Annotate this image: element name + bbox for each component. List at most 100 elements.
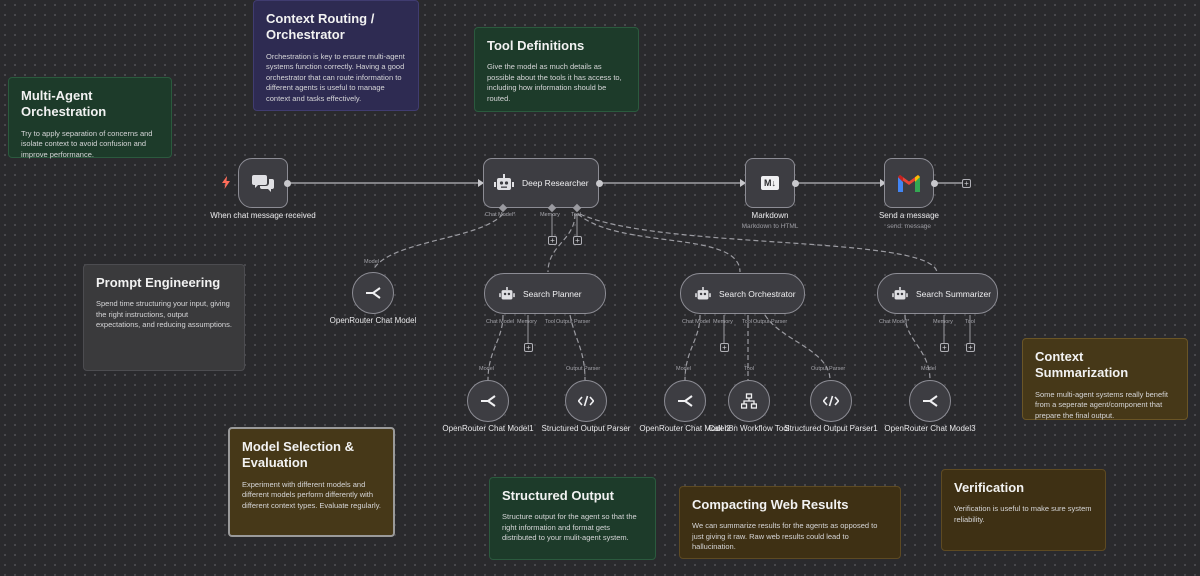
node-search-summarizer[interactable]: Search Summarizer (877, 273, 998, 314)
code-icon (823, 395, 839, 407)
port-label-model: Model (364, 259, 379, 265)
add-memory-button[interactable]: + (720, 343, 729, 352)
port-label-tool: Tool (744, 366, 755, 372)
note-title: Prompt Engineering (96, 275, 221, 290)
note-compacting-web-results[interactable]: Compacting Web Results We can summarize … (679, 486, 901, 559)
robot-icon (494, 174, 514, 192)
port-label-chat-model: Chat Model* (879, 319, 910, 325)
node-label: Structured Output Parser1 (784, 424, 878, 433)
node-label: When chat message received (210, 211, 316, 220)
add-next-node-button[interactable]: + (962, 179, 971, 188)
output-port[interactable] (931, 180, 938, 187)
note-body: Give the model as much details as possib… (487, 62, 622, 103)
note-title: Tool Definitions (487, 38, 585, 53)
node-title: Search Orchestrator (719, 288, 796, 299)
note-model-selection[interactable]: Model Selection & Evaluation Experiment … (228, 427, 395, 537)
port-label-tool: Tool (965, 319, 976, 325)
node-label: Call n8n Workflow Tool (708, 424, 790, 433)
note-body: Verification is useful to make sure syst… (954, 504, 1092, 524)
note-body: Orchestration is key to ensure multi-age… (266, 51, 405, 103)
output-port[interactable] (792, 180, 799, 187)
note-title: Model Selection & Evaluation (242, 439, 354, 471)
port-label-tool: Tool (571, 212, 582, 218)
note-title: Context Summarization (1035, 349, 1129, 381)
add-memory-button[interactable]: + (548, 236, 557, 245)
note-prompt-engineering[interactable]: Prompt Engineering Spend time structurin… (83, 264, 245, 371)
node-openrouter-chat-model2[interactable] (664, 380, 706, 422)
node-openrouter-chat-model3[interactable] (909, 380, 951, 422)
add-memory-button[interactable]: + (940, 343, 949, 352)
port-label-chat-model: Chat Model* (485, 212, 516, 218)
port-label-memory: Memory (933, 319, 953, 325)
node-openrouter-chat-model1[interactable] (467, 380, 509, 422)
node-label: Markdown (751, 211, 789, 220)
port-label-tool: Tool (545, 319, 556, 325)
note-tool-definitions[interactable]: Tool Definitions Give the model as much … (474, 27, 639, 112)
note-body: Experiment with different models and dif… (242, 479, 381, 510)
port-label-output-parser: Output Parser (811, 366, 846, 372)
trigger-bolt-icon (222, 176, 230, 189)
code-icon (578, 395, 594, 407)
openrouter-icon (677, 395, 693, 407)
node-label: Send a message (878, 211, 940, 220)
port-label-tool: Tool (742, 319, 753, 325)
note-body: Try to apply separation of concerns and … (21, 128, 153, 159)
node-call-n8n-workflow-tool[interactable] (728, 380, 770, 422)
node-deep-researcher[interactable]: Deep Researcher (483, 158, 599, 208)
node-label: Structured Output Parser (541, 424, 631, 433)
node-title: Search Planner (523, 288, 582, 299)
node-chat-trigger[interactable] (238, 158, 288, 208)
port-label-chat-model: Chat Model (486, 319, 515, 325)
note-body: Some multi-agent systems really benefit … (1035, 389, 1168, 420)
node-markdown[interactable]: M↓ (745, 158, 795, 208)
port-label-model: Model (479, 366, 494, 372)
node-label: OpenRouter Chat Model3 (884, 424, 976, 433)
note-body: Spend time structuring your input, givin… (96, 299, 232, 330)
node-title: Search Summarizer (916, 288, 992, 299)
note-context-summarization[interactable]: Context Summarization Some multi-agent s… (1022, 338, 1188, 420)
note-multi-agent-orchestration[interactable]: Multi-Agent Orchestration Try to apply s… (8, 77, 172, 159)
output-port[interactable] (284, 180, 291, 187)
port-label-memory: Memory (517, 319, 537, 325)
openrouter-icon (922, 395, 938, 407)
chat-bubbles-icon (252, 173, 274, 193)
add-tool-button[interactable]: + (573, 236, 582, 245)
port-label-output-parser: Output Parser (556, 319, 591, 325)
workflow-icon (741, 393, 757, 409)
node-openrouter-chat-model[interactable] (352, 272, 394, 314)
gmail-icon (898, 174, 920, 192)
node-structured-output-parser1[interactable] (810, 380, 852, 422)
node-label: OpenRouter Chat Model1 (442, 424, 534, 433)
port-label-output-parser: Output Parser (753, 319, 788, 325)
note-body: We can summarize results for the agents … (692, 521, 878, 552)
robot-icon (499, 286, 515, 301)
add-memory-button[interactable]: + (524, 343, 533, 352)
note-verification[interactable]: Verification Verification is useful to m… (941, 469, 1106, 551)
note-title: Structured Output (502, 488, 614, 503)
note-body: Structure output for the agent so that t… (502, 512, 637, 543)
markdown-icon: M↓ (761, 176, 779, 190)
node-title: Deep Researcher (522, 178, 589, 188)
node-label: OpenRouter Chat Model2 (639, 424, 731, 433)
add-tool-button[interactable]: + (966, 343, 975, 352)
node-search-orchestrator[interactable]: Search Orchestrator (680, 273, 805, 314)
note-title: Context Routing / Orchestrator (266, 11, 375, 43)
robot-icon (892, 286, 908, 301)
openrouter-icon (365, 287, 381, 299)
port-label-output-parser: Output Parser (566, 366, 601, 372)
output-port[interactable] (596, 180, 603, 187)
note-title: Compacting Web Results (692, 497, 849, 512)
note-structured-output[interactable]: Structured Output Structure output for t… (489, 477, 656, 560)
node-send-message[interactable] (884, 158, 934, 208)
port-label-chat-model: Chat Model (682, 319, 711, 325)
node-structured-output-parser[interactable] (565, 380, 607, 422)
node-label: OpenRouter Chat Model (329, 316, 417, 325)
note-title: Multi-Agent Orchestration (21, 88, 107, 120)
port-label-model: Model (676, 366, 691, 372)
port-label-memory: Memory (713, 319, 733, 325)
node-search-planner[interactable]: Search Planner (484, 273, 606, 314)
edge-researcher-openrouter (372, 213, 504, 271)
note-title: Verification (954, 480, 1025, 495)
note-context-routing[interactable]: Context Routing / Orchestrator Orchestra… (253, 0, 419, 111)
node-subtitle: send: message (886, 223, 932, 230)
